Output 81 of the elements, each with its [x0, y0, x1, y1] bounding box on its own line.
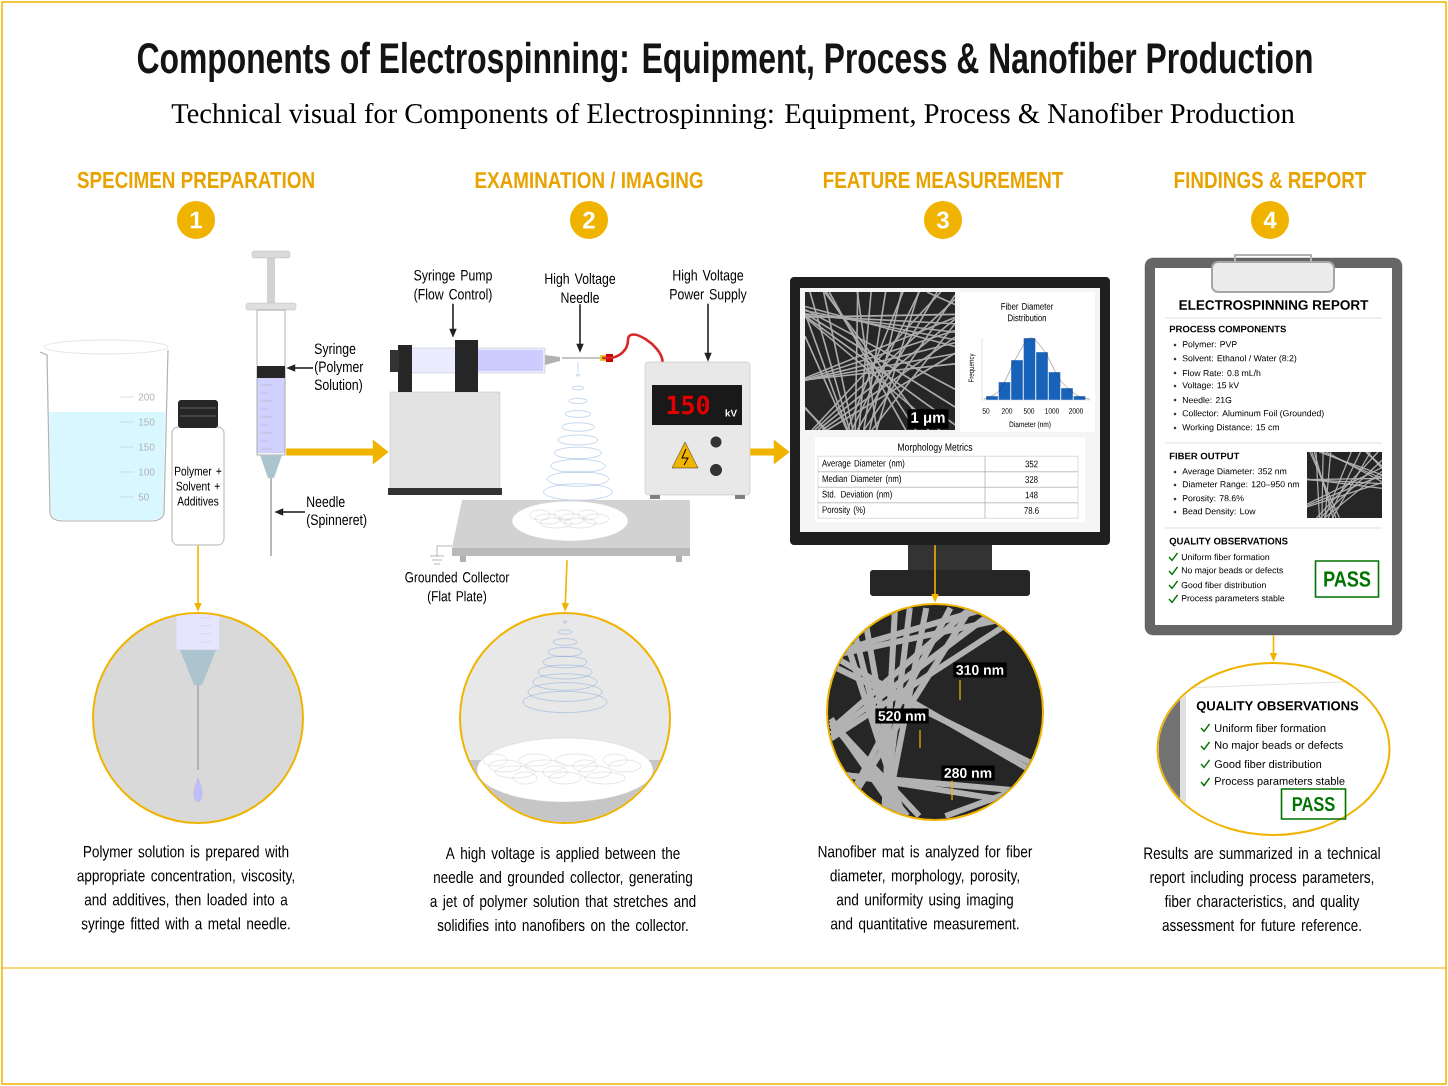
- bullet-item: Voltage: 15 kV: [1173, 381, 1240, 391]
- table-cell: Porosity (%): [817, 502, 986, 519]
- table-cell: Median Diameter (nm): [817, 471, 986, 488]
- tick-label: 2000: [1069, 408, 1084, 414]
- scale-number: 50: [138, 493, 149, 501]
- droplet-closeup-drawing: [92, 612, 304, 824]
- bullet-item: Diameter Range: 120–950 nm: [1173, 480, 1299, 490]
- tick-label: 200: [1001, 408, 1013, 414]
- bullet-item: Solvent: Ethanol / Water (8:2): [1173, 354, 1297, 364]
- step-number-badge: 2: [570, 201, 608, 239]
- checklist-item: Good fiber distribution: [1168, 580, 1266, 590]
- table-cell: 352: [984, 456, 1079, 472]
- callout-label: High Voltage Needle: [545, 273, 616, 303]
- syringe-pump-drawing: [388, 340, 560, 495]
- step-number-badge: 1: [177, 201, 215, 239]
- callout-label: Syringe Pump (Flow Control): [414, 269, 492, 303]
- report-title: ELECTROSPINNING REPORT: [1179, 300, 1369, 310]
- bullet-item: Average Diameter: 352 nm: [1173, 467, 1287, 477]
- cable: [602, 333, 664, 362]
- section-heading: FIBER OUTPUT: [1169, 452, 1240, 460]
- magnified-report-drawing: [1156, 662, 1391, 836]
- scale-number: 100: [139, 468, 155, 476]
- needle-drawing: [270, 477, 272, 557]
- checklist-item: No major beads or defects: [1168, 566, 1283, 576]
- description-text: Results are summarized in a technical report including process parameters, fiber characteristics, and quality assessment for future reference.: [1144, 846, 1380, 932]
- scale-number: 200: [138, 393, 155, 401]
- table-cell: 148: [984, 487, 1079, 503]
- scale-bar: 1 μm: [907, 409, 949, 429]
- bullet-item: Needle: 21G: [1173, 396, 1232, 404]
- description-text: A high voltage is applied between the needle and grounded collector, generating a jet of polymer solution that stretches and solidifies into nanofibers on the collector.: [430, 846, 696, 932]
- section-heading: QUALITY OBSERVATIONS: [1169, 537, 1288, 547]
- vial: Polymer + Solvent + Additives: [171, 400, 225, 546]
- stage-heading: FEATURE MEASUREMENT: [823, 171, 1064, 189]
- jet-closeup-drawing: [459, 612, 671, 824]
- callout-label: Grounded Collector (Flat Plate): [405, 571, 510, 605]
- description-text: Nanofiber mat is analyzed for fiber diameter, morphology, porosity, and uniformity using imaging and quantitative measurement.: [818, 845, 1033, 933]
- tick-label: 1000: [1045, 408, 1060, 414]
- pass-stamp: PASS: [1314, 560, 1380, 598]
- bullet-item: Collector: Aluminum Foil (Grounded): [1173, 409, 1324, 419]
- section-heading: QUALITY OBSERVATIONS: [1196, 701, 1359, 713]
- description-text: Polymer solution is prepared with appropriate concentration, viscosity, and additives, then loaded into a syringe fitted with a metal needle.: [77, 845, 294, 933]
- table-title: Morphology Metrics: [898, 443, 973, 453]
- table-cell: Std. Deviation (nm): [817, 487, 986, 503]
- subtitle: Technical visual for Components of Electrospinning: Equipment, Process & Nanofiber Production: [171, 102, 1295, 130]
- checklist-item: Uniform fiber formation: [1168, 552, 1270, 562]
- bullet-item: Flow Rate: 0.8 mL/h: [1173, 369, 1261, 377]
- tick-label: 50: [982, 408, 990, 414]
- stage-heading: EXAMINATION / IMAGING: [475, 171, 703, 189]
- magnified-fiber-drawing: [826, 603, 1044, 821]
- callout-label: High Voltage Power Supply: [670, 269, 747, 303]
- bullet-item: Bead Density: Low: [1173, 507, 1256, 517]
- bullet-item: Polymer: PVP: [1173, 340, 1237, 350]
- axis-label: Diameter (nm): [1009, 421, 1051, 429]
- callout-label: Syringe (Polymer Solution): [314, 343, 364, 393]
- stage-heading: SPECIMEN PREPARATION: [77, 171, 314, 189]
- monitor-drawing: [790, 277, 1110, 596]
- pass-stamp: PASS: [1280, 788, 1347, 820]
- checklist-item: No major beads or defects: [1200, 740, 1343, 752]
- table-cell: 78.6: [984, 502, 1079, 519]
- checklist-item: Good fiber distribution: [1200, 759, 1322, 769]
- bullet-item: Working Distance: 15 cm: [1173, 423, 1279, 433]
- stage-heading: FINDINGS & REPORT: [1174, 171, 1367, 189]
- power-supply-drawing: 150 kV: [644, 361, 751, 499]
- table-cell: Average Diameter (nm): [817, 456, 986, 472]
- section-heading: PROCESS COMPONENTS: [1169, 325, 1286, 333]
- step-number-badge: 4: [1251, 201, 1289, 239]
- checklist-item: Uniform fiber formation: [1200, 723, 1326, 733]
- scale-number: 150: [139, 418, 155, 426]
- syringe-drawing: [245, 250, 297, 478]
- title: Components of Electrospinning: Equipment, Process & Nanofiber Production: [137, 41, 1312, 83]
- needle-drawing: [561, 354, 613, 362]
- checklist-item: Process parameters stable: [1200, 776, 1345, 788]
- scale-number: 150: [139, 443, 155, 451]
- bullet-item: Porosity: 78.6%: [1173, 494, 1244, 504]
- table-cell: 328: [984, 471, 1079, 488]
- callout-label: Needle (Spinneret): [307, 496, 367, 528]
- clipboard: [1144, 254, 1403, 636]
- step-number-badge: 3: [924, 201, 962, 239]
- chart-title: Fiber Diameter Distribution: [1001, 302, 1054, 322]
- checklist-item: Process parameters stable: [1168, 594, 1285, 604]
- tick-label: 500: [1023, 408, 1035, 414]
